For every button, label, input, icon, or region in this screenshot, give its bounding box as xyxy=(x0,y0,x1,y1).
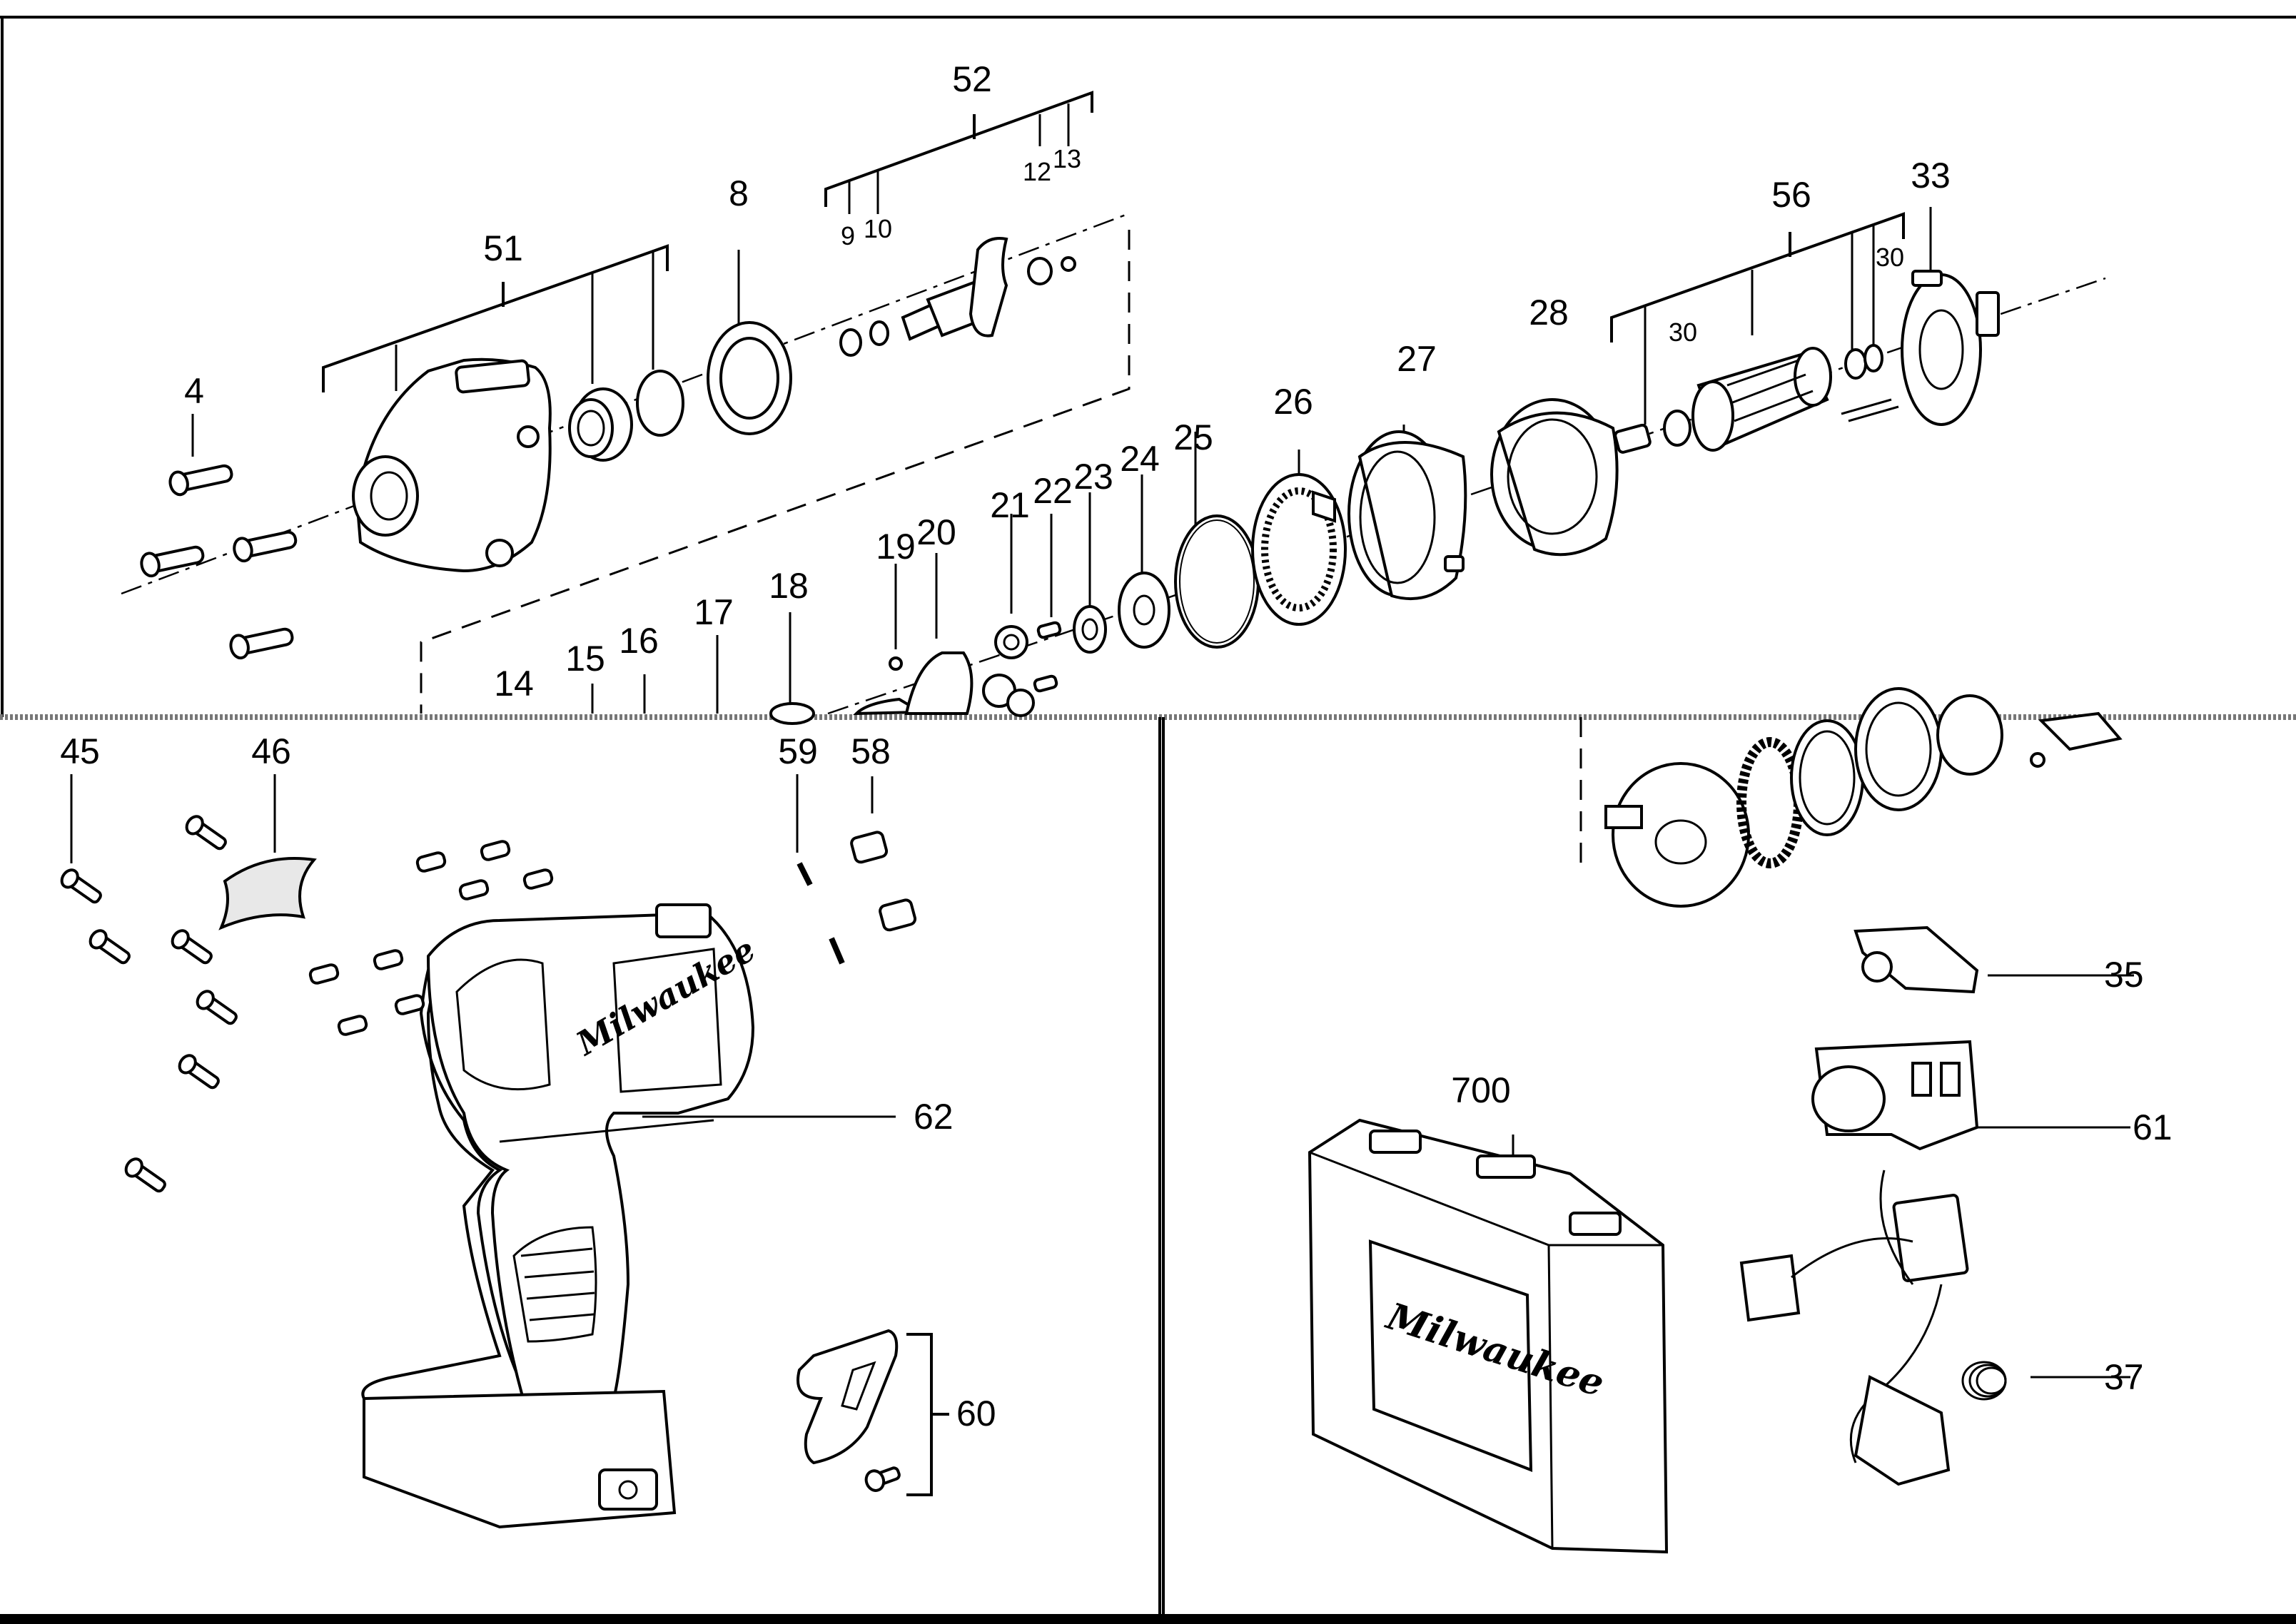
label-46 xyxy=(218,857,317,930)
label-28: 28 xyxy=(1529,293,1569,333)
bushings-58 xyxy=(850,831,917,932)
label-23: 23 xyxy=(1073,457,1113,497)
label-21: 21 xyxy=(990,485,1030,525)
label-10: 10 xyxy=(864,214,892,243)
spring-37 xyxy=(1961,1361,2007,1401)
pins-59 xyxy=(796,862,845,965)
label-30-a: 30 xyxy=(1876,243,1904,272)
label-15: 15 xyxy=(565,639,605,679)
hammer-19-20 xyxy=(889,651,973,715)
belt-clip-60 xyxy=(796,1329,901,1492)
label-62: 62 xyxy=(914,1097,954,1137)
label-30-b: 30 xyxy=(1669,318,1697,347)
washer-8 xyxy=(707,321,792,435)
rotor-56 xyxy=(1614,344,1883,454)
bracket-52 xyxy=(824,91,1093,214)
housing-pins xyxy=(308,840,554,1036)
label-22: 22 xyxy=(1033,471,1073,511)
label-61: 61 xyxy=(2133,1107,2173,1147)
lamp-bracket-35 xyxy=(1854,925,1979,994)
label-13: 13 xyxy=(1053,144,1081,173)
spring-and-rings-14-18 xyxy=(769,697,926,725)
label-12: 12 xyxy=(1023,157,1051,186)
oring-25 xyxy=(1174,514,1260,649)
label-45: 45 xyxy=(60,731,100,771)
label-19: 19 xyxy=(876,527,916,567)
label-25: 25 xyxy=(1173,417,1213,457)
label-14: 14 xyxy=(494,664,534,704)
label-58: 58 xyxy=(851,731,891,771)
label-700: 700 xyxy=(1451,1070,1510,1110)
motor-ring-28 xyxy=(1490,398,1619,557)
label-16: 16 xyxy=(619,621,659,661)
label-33: 33 xyxy=(1911,156,1951,196)
label-17: 17 xyxy=(694,592,734,632)
label-27: 27 xyxy=(1397,339,1437,379)
stator-plate-33 xyxy=(1841,270,2000,426)
washer-23 xyxy=(1073,605,1107,654)
carry-case-700: Milwaukee xyxy=(1308,1118,1669,1554)
switch-harness-61 xyxy=(1739,1040,1979,1486)
label-8: 8 xyxy=(729,173,749,213)
bracket-56 xyxy=(1610,212,1905,425)
part-number-labels: 4 51 8 52 9 10 12 13 56 33 30 30 28 27 2… xyxy=(60,59,2172,1433)
planet-gears-21-22 xyxy=(982,621,1062,717)
label-46: 46 xyxy=(251,731,291,771)
label-20: 20 xyxy=(916,512,956,552)
ring-gear-26 xyxy=(1251,473,1347,626)
leader-lines xyxy=(70,207,2134,1379)
gear-case-27 xyxy=(1347,430,1467,601)
label-56: 56 xyxy=(1771,175,1811,215)
label-52: 52 xyxy=(952,59,992,99)
label-26: 26 xyxy=(1273,382,1313,422)
screw-4 xyxy=(140,464,298,660)
panel-borders xyxy=(0,16,2296,1624)
bushing-51 xyxy=(568,370,684,462)
clutch-parts xyxy=(1604,687,2123,908)
screws-45 xyxy=(60,815,238,1193)
label-24: 24 xyxy=(1120,439,1160,479)
label-60: 60 xyxy=(956,1394,996,1433)
gear-section-dashed-box xyxy=(420,230,1131,714)
housing-handle-62: Milwaukee xyxy=(361,903,762,1529)
label-37: 37 xyxy=(2104,1357,2144,1397)
bracket-60 xyxy=(906,1333,949,1496)
lower-axis-line xyxy=(827,277,2106,715)
anvil-52 xyxy=(839,237,1076,357)
bracket-51 xyxy=(322,244,669,392)
bearing-24 xyxy=(1118,572,1170,649)
label-59: 59 xyxy=(778,731,818,771)
label-51: 51 xyxy=(483,228,523,268)
label-9: 9 xyxy=(841,221,855,250)
label-4: 4 xyxy=(184,371,204,411)
front-housing-51 xyxy=(352,357,552,573)
label-18: 18 xyxy=(769,566,809,606)
label-35: 35 xyxy=(2104,955,2144,995)
